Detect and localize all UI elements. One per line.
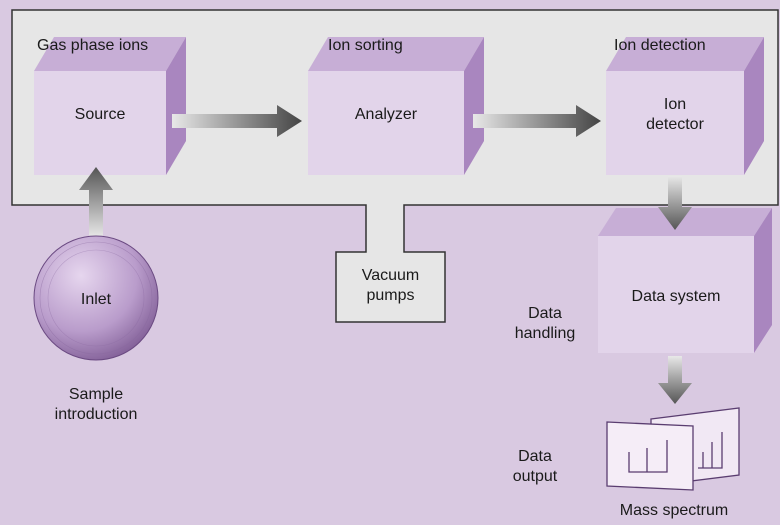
vacuum-pumps-label: Vacuum pumps (361, 267, 420, 304)
source-label: Source (74, 106, 126, 123)
ion-sorting-label: Ion sorting (328, 37, 403, 54)
analyzer-label: Analyzer (354, 106, 418, 123)
data-output-label: Data output (512, 448, 558, 485)
ion-detector-label: Ion detector (646, 96, 704, 133)
mass-spectrum-label: Mass spectrum (619, 502, 729, 519)
data-system-label: Data system (631, 288, 721, 305)
arrow-source-to-analyzer (172, 105, 302, 137)
data-handling-label: Data handling (514, 305, 576, 342)
inlet-sphere (33, 235, 159, 361)
inlet-label: Inlet (80, 291, 112, 308)
mass-spectrum-icon (606, 407, 740, 491)
arrow-inlet-to-source (79, 167, 113, 237)
ion-detection-label: Ion detection (614, 37, 706, 54)
analyzer-box (308, 37, 484, 175)
arrow-data-system-to-output (658, 356, 692, 404)
arrow-analyzer-to-detector (473, 105, 601, 137)
ion-detector-box (606, 37, 764, 175)
source-box (34, 37, 186, 175)
gas-phase-ions-label: Gas phase ions (37, 37, 149, 54)
arrow-detector-to-data-system (658, 176, 692, 230)
sample-introduction-label: Sample introduction (54, 386, 138, 423)
data-system-box (598, 208, 772, 353)
